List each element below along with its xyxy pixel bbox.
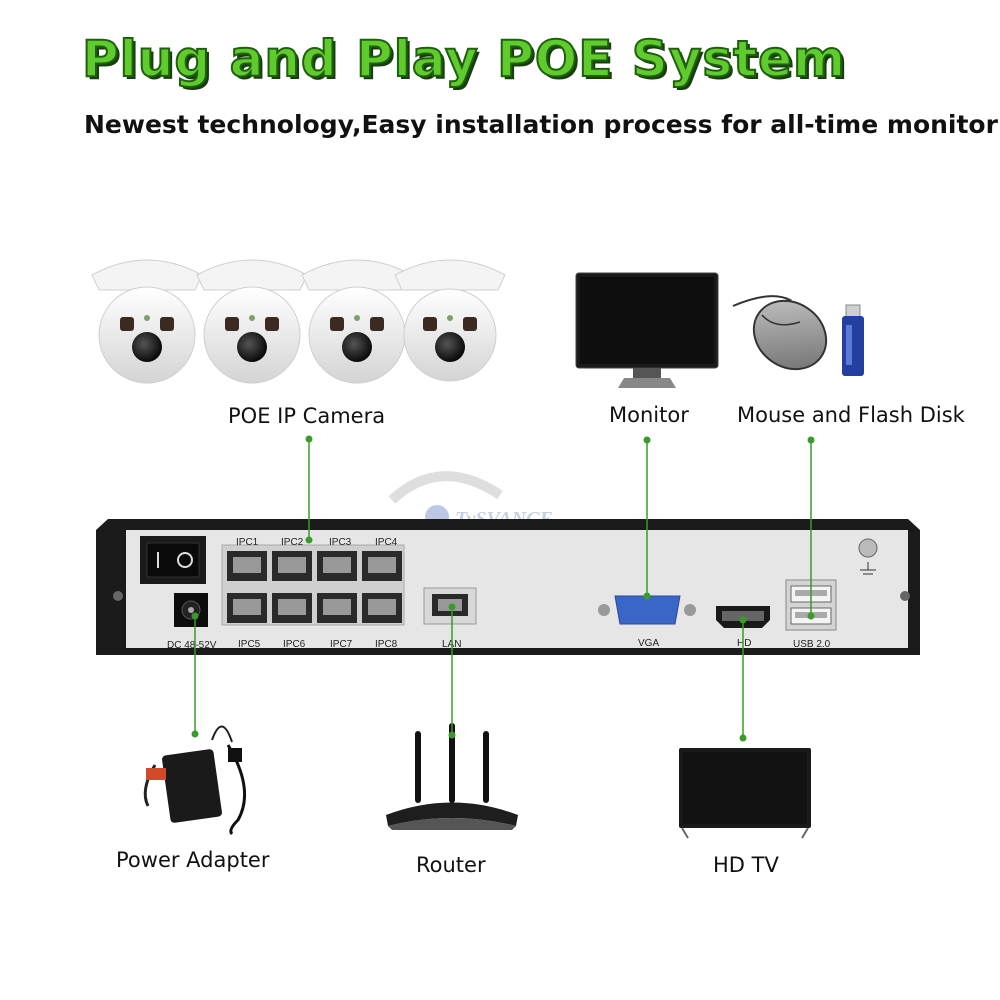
poe-port (362, 593, 402, 623)
power-adapter-icon (143, 725, 247, 836)
lan-port (423, 587, 477, 625)
page-subtitle: Newest technology,Easy installation proc… (84, 110, 1000, 139)
port-label-ipc4: IPC4 (375, 537, 398, 548)
port-label-ipc6: IPC6 (283, 639, 306, 650)
dome-camera-icon (196, 259, 308, 384)
dc-port-label: DC 48-52V (167, 640, 217, 651)
poe-port (227, 551, 267, 581)
mouse-flash-label: Mouse and Flash Disk (737, 403, 965, 427)
usb-port-label: USB 2.0 (793, 639, 831, 650)
poe-port (317, 593, 357, 623)
hdtv-icon (679, 748, 811, 839)
port-label-ipc7: IPC7 (330, 639, 353, 650)
port-label-ipc3: IPC3 (329, 537, 352, 548)
poe-port (227, 593, 267, 623)
dome-camera-icon (91, 259, 203, 384)
ground-icon (858, 538, 878, 575)
hdtv-label: HD TV (713, 853, 779, 877)
router-label: Router (416, 853, 486, 877)
hd-port-label: HD (737, 638, 751, 649)
monitor-label: Monitor (609, 403, 689, 427)
connector-lines (191, 435, 815, 742)
poe-ports (227, 551, 402, 623)
port-label-ipc8: IPC8 (375, 639, 398, 650)
router-icon (386, 723, 518, 830)
monitor-icon (575, 272, 719, 388)
camera-label: POE IP Camera (228, 404, 386, 428)
dome-camera-icon (301, 259, 413, 384)
nvr-device: DC 48-52V IPC1 IPC2 IPC3 IPC4 IPC5 IPC6 … (96, 519, 920, 655)
poe-port (317, 551, 357, 581)
dome-camera-icon (394, 259, 506, 382)
camera-group (91, 259, 506, 384)
flash-disk-icon (842, 304, 864, 376)
port-label-ipc2: IPC2 (281, 537, 304, 548)
poe-port (272, 593, 312, 623)
port-label-ipc1: IPC1 (236, 537, 259, 548)
vga-port-label: VGA (638, 638, 659, 649)
power-switch-icon (140, 536, 206, 584)
dc-power-port (174, 593, 208, 627)
power-adapter-label: Power Adapter (116, 848, 270, 872)
poe-port (272, 551, 312, 581)
port-label-ipc5: IPC5 (238, 639, 261, 650)
poe-port (362, 551, 402, 581)
vga-port (598, 595, 696, 625)
mouse-icon (732, 295, 828, 371)
page-title: Plug and Play POE System (81, 29, 847, 89)
